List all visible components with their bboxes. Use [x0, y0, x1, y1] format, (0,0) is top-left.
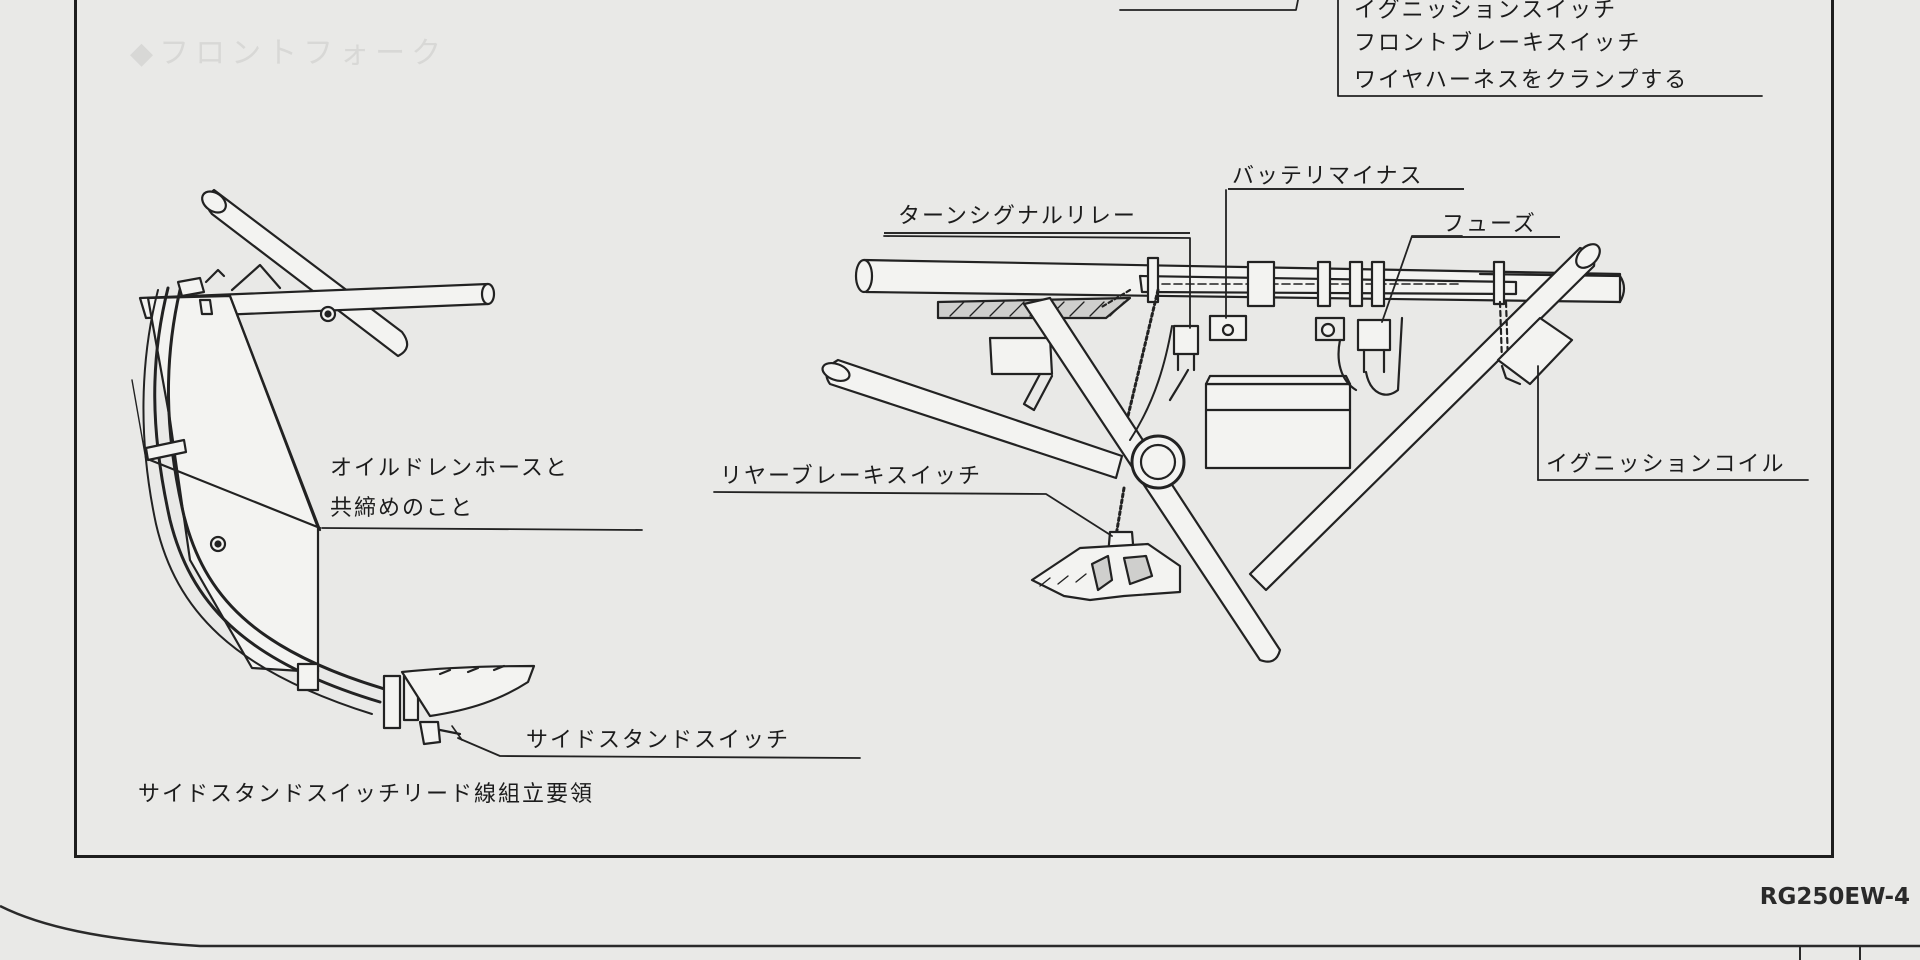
label-side-stand-switch: サイドスタンドスイッチ [526, 728, 791, 753]
label-rear-brake-switch: リヤーブレーキスイッチ [720, 464, 983, 489]
label-ignition-coil: イグニッションコイル [1546, 452, 1786, 477]
label-turn-signal-relay: ターンシグナルリレー [898, 204, 1137, 229]
label-fuse: フューズ [1442, 212, 1537, 237]
underline-battery-minus [1228, 188, 1464, 190]
label-ignition-switch: イグニッションスイッチ [1354, 0, 1618, 23]
page-code: RG250EW-4 [1759, 884, 1910, 910]
left-frame-assembly [131, 188, 536, 746]
label-front-brake-switch: フロントブレーキスイッチ [1354, 31, 1642, 56]
bleed-through-text: ◆フロントフォーク [130, 36, 988, 71]
caption-side-stand-lead-assembly: サイドスタンドスイッチリード線組立要領 [138, 782, 595, 807]
underline-turn-signal-relay [884, 232, 1190, 234]
label-clamp-harness: ワイヤハーネスをクランプする [1354, 68, 1689, 93]
diagram-frame [74, 0, 1834, 858]
underline-fuse [1412, 236, 1560, 238]
label-oil-drain-hose-note: 共締めのこと [330, 496, 475, 521]
right-frame-assembly [821, 243, 1626, 663]
label-battery-minus: バッテリマイナス [1232, 164, 1424, 189]
label-oil-drain-hose: オイルドレンホースと [330, 456, 569, 481]
